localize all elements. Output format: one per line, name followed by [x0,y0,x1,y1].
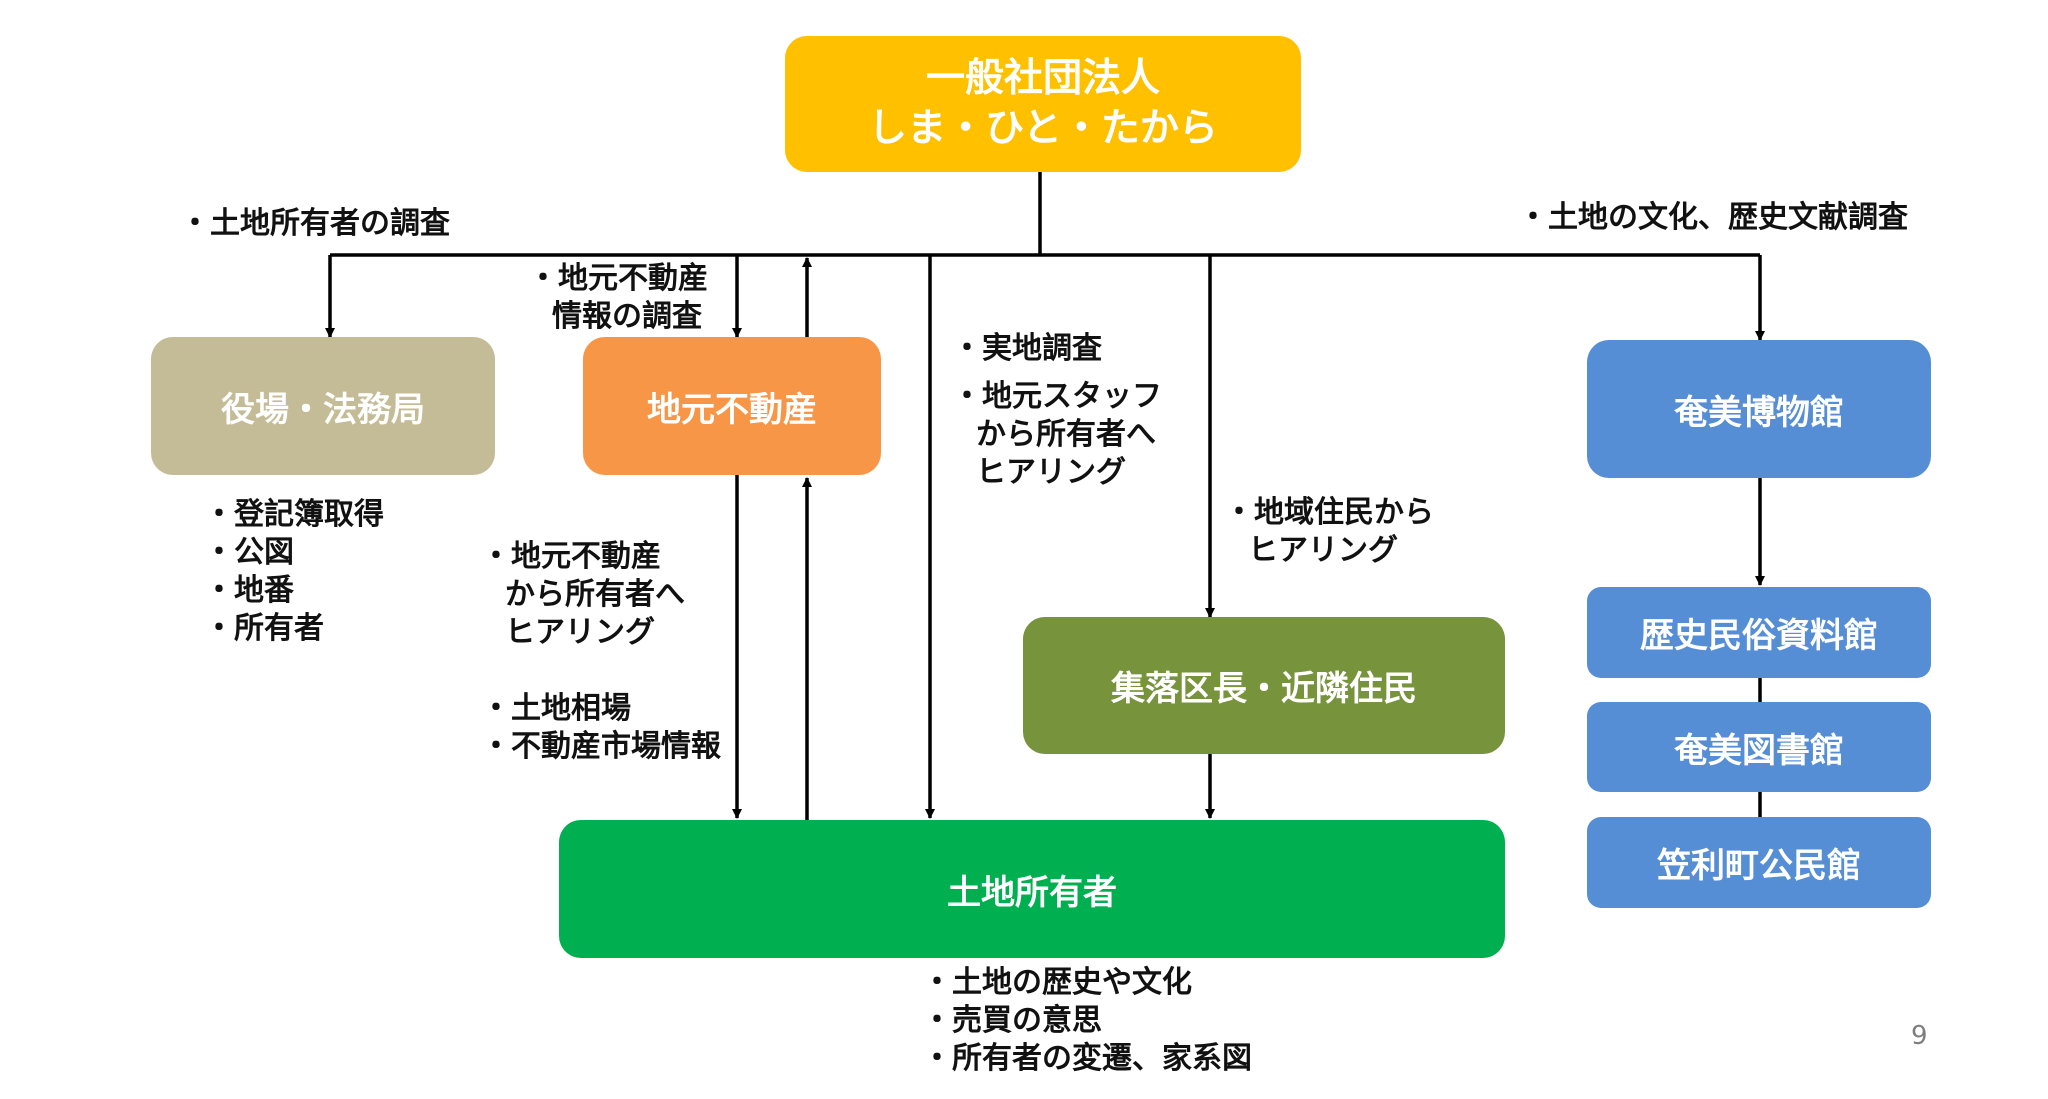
landowner-box: 土地所有者 [559,820,1505,958]
label-staff-hearing: ・地元スタッフ から所有者へ ヒアリング [952,379,1162,490]
label-market-info: ・土地相場 ・不動産市場情報 [481,691,721,764]
amami-museum-label: 奄美博物館 [1674,392,1844,433]
yakuba-box: 役場・法務局 [151,337,495,475]
label-registry-list: ・登記簿取得 ・公図 ・地番 ・所有者 [204,497,384,646]
label-fudosan-info: ・地元不動産 情報の調査 [528,261,708,334]
shuraku-label: 集落区長・近隣住民 [1111,669,1417,709]
kasari-hall-label: 笠利町公民館 [1657,846,1861,886]
label-resident-hearing: ・地域住民から ヒアリング [1224,495,1434,568]
shuraku-box: 集落区長・近隣住民 [1023,617,1505,754]
amami-library-box: 奄美図書館 [1587,702,1931,792]
landowner-label: 土地所有者 [947,872,1117,913]
rekishi-minzoku-box: 歴史民俗資料館 [1587,587,1931,678]
organization-box: 一般社団法人 しま・ひと・たから [785,36,1301,172]
label-fudosan-hearing: ・地元不動産 から所有者へ ヒアリング [481,539,685,650]
label-survey-owner: ・土地所有者の調査 [180,206,450,241]
page-number: 9 [1911,1021,1928,1051]
label-field-survey: ・実地調査 [952,331,1102,366]
organization-name-line1: 一般社団法人 [925,56,1160,101]
kasari-hall-box: 笠利町公民館 [1587,817,1931,908]
amami-library-label: 奄美図書館 [1674,730,1844,771]
amami-museum-box: 奄美博物館 [1587,340,1931,478]
jimoto-fudosan-box: 地元不動産 [583,337,881,475]
label-owner-info: ・土地の歴史や文化 ・売買の意思 ・所有者の変遷、家系図 [922,965,1252,1076]
organization-name-line2: しま・ひと・たから [868,106,1218,151]
jimoto-fudosan-label: 地元不動産 [647,389,817,430]
yakuba-label: 役場・法務局 [221,389,425,430]
label-survey-culture: ・土地の文化、歴史文献調査 [1518,200,1908,235]
rekishi-minzoku-label: 歴史民俗資料館 [1640,616,1878,656]
